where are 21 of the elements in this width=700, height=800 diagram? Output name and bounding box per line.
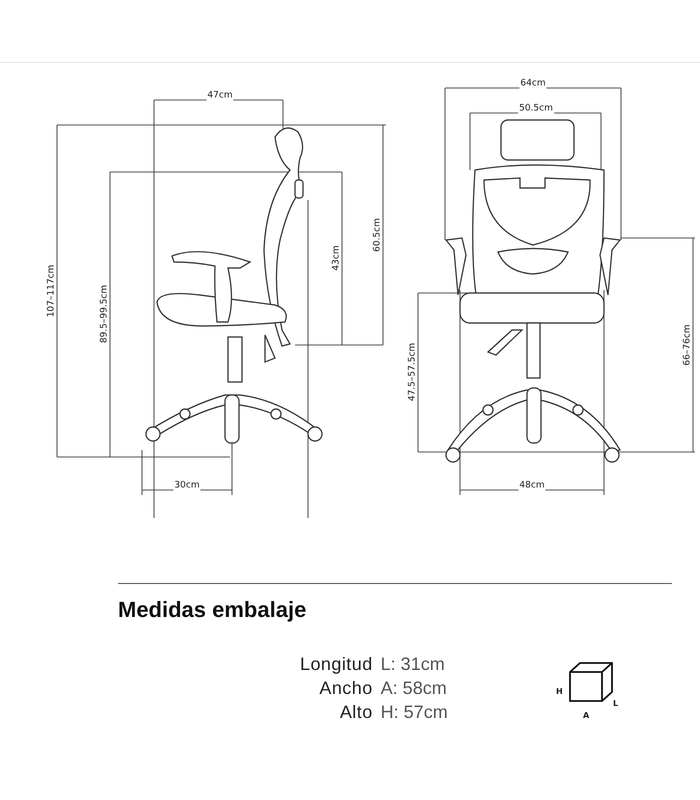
dimension-label: 47.5–57.5cm — [408, 342, 418, 402]
dimension-label: 89.5–99.5cm — [100, 284, 110, 344]
dimension-label: Ancho — [318, 677, 373, 700]
dimension-label: A: 58cm — [380, 677, 448, 700]
dimension-label: 50.5cm — [518, 104, 554, 114]
dimension-label: 43cm — [332, 244, 342, 272]
dimension-label: H — [556, 686, 563, 698]
dimension-label: 64cm — [519, 80, 547, 88]
dimension-label: 48cm — [518, 482, 546, 490]
dimension-label: A — [583, 710, 590, 722]
dimension-label: Alto — [338, 701, 373, 724]
dimension-label: L: 31cm — [380, 653, 446, 676]
section-heading: Medidas embalaje — [118, 596, 306, 624]
dimension-label: 66–76cm — [684, 323, 692, 367]
dimension-label: 30cm — [173, 482, 201, 490]
dimension-label: 107–117cm — [48, 264, 56, 318]
dimension-label: 60.5cm — [374, 217, 382, 253]
dimension-label: L — [613, 698, 618, 710]
dimension-label: 47cm — [206, 92, 234, 100]
dimension-label: H: 57cm — [380, 701, 448, 724]
dimension-label: Longitud — [300, 653, 373, 676]
